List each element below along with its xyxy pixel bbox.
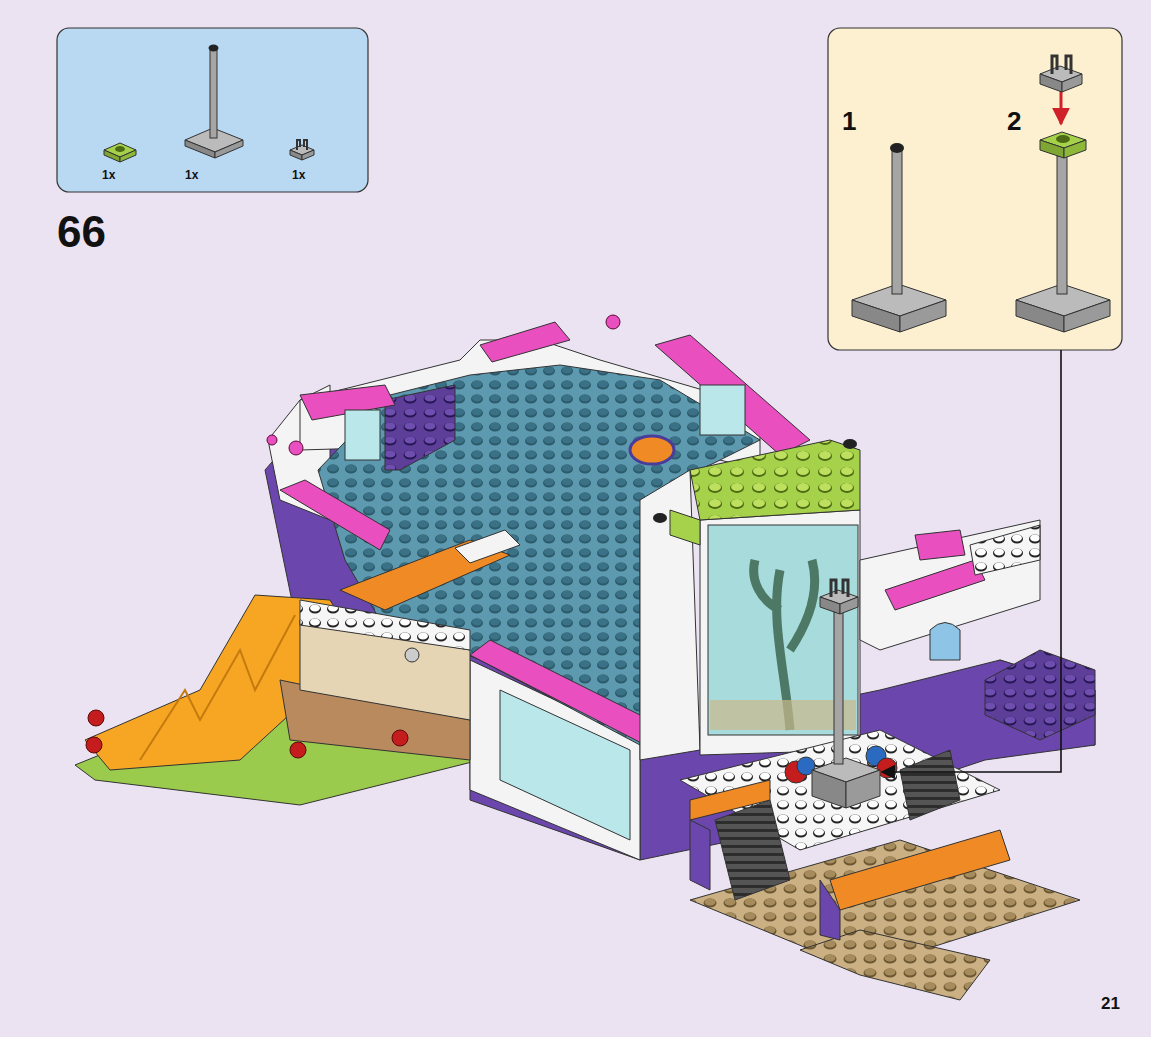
substep-number: 1	[842, 108, 856, 134]
part-quantity: 1x	[185, 169, 198, 181]
substep-number: 2	[1007, 108, 1021, 134]
part-quantity: 1x	[292, 169, 305, 181]
part-quantity: 1x	[102, 169, 115, 181]
page-number: 21	[1101, 995, 1120, 1012]
step-number: 66	[57, 210, 106, 254]
